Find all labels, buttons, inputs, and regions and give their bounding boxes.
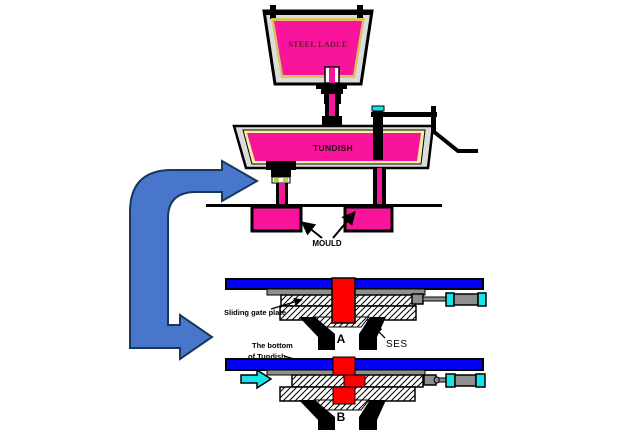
- ladle-trunnion-left: [270, 5, 276, 19]
- shroud-wall-right: [335, 104, 339, 116]
- ses-stream: [279, 183, 285, 221]
- slide-direction-arrow: [240, 368, 273, 390]
- b-position-label: B: [337, 410, 346, 424]
- ladle-liquid-steel: [274, 21, 362, 75]
- b-channel-top: [332, 356, 356, 376]
- a-ses-leg-left: [299, 317, 335, 350]
- b-cylinder-body: [454, 374, 477, 387]
- ladle-label: STEEL LADLE: [288, 40, 347, 49]
- a-cylinder-cap-right: [477, 292, 487, 307]
- ladle-rim: [265, 11, 371, 15]
- a-hydraulic-actuator: [411, 292, 487, 307]
- detail-view-a: A SES Sliding gate plate: [224, 277, 487, 350]
- mould-pointer-left: [300, 221, 323, 239]
- magnify-arrow-shape: [129, 159, 260, 361]
- steel-ladle: STEEL LADLE: [262, 5, 374, 86]
- a-ses-leg-right: [359, 317, 386, 350]
- moulds: MOULD: [206, 204, 442, 248]
- ladle-nozzle-stream: [329, 68, 335, 83]
- ladle-trunnion-right: [357, 5, 363, 19]
- stopper-rod-mechanism: [371, 105, 478, 160]
- a-actuator-clamp: [411, 293, 424, 305]
- a-position-label: A: [337, 332, 346, 346]
- magnify-flow-arrow: [129, 159, 260, 361]
- stopper-post: [431, 106, 436, 134]
- right-tube-wall-left: [373, 168, 377, 219]
- stopper-rod-cap: [371, 105, 385, 112]
- mould-label: MOULD: [312, 239, 342, 248]
- b-cylinder-cap-right: [475, 373, 486, 388]
- sliding-gate-plate-label: Sliding gate plate: [224, 308, 286, 317]
- b-ses-leg-left: [299, 400, 335, 430]
- gate-housing-upper: [266, 161, 296, 170]
- shroud-collar: [322, 116, 342, 127]
- right-stream: [377, 168, 382, 222]
- b-cylinder-cap-left: [445, 373, 456, 388]
- sliding-gate-pointer: [270, 297, 303, 310]
- right-tube-wall-right: [382, 168, 386, 219]
- mould-left: [250, 205, 303, 233]
- a-open-channel: [331, 277, 356, 324]
- b-channel-offset-middle: [343, 374, 366, 388]
- ses-pointer: [372, 325, 386, 339]
- tundish-bottom-label-line1: The bottom: [252, 341, 293, 350]
- stopper-lever-arm: [431, 129, 478, 153]
- tundish-label: TUNDISH: [313, 143, 353, 153]
- ses-tube-wall-right: [285, 183, 288, 209]
- shroud-wall-left: [325, 104, 329, 116]
- ladle-gate-plate-top: [316, 83, 347, 89]
- ses-label: SES: [386, 339, 408, 350]
- b-ses-leg-right: [359, 400, 386, 430]
- shroud-stream-upper: [329, 104, 335, 116]
- b-channel-bottom: [332, 386, 356, 405]
- ses-tube-wall-left: [276, 183, 279, 209]
- detail-view-b: The bottom of Tundish B: [225, 341, 486, 430]
- mould-right: [343, 205, 394, 233]
- a-cylinder-cap-left: [445, 292, 455, 307]
- stopper-crossbar: [371, 112, 437, 117]
- mould-table-line: [206, 204, 442, 207]
- ladle-gate-plate-bottom: [321, 89, 343, 94]
- gate-block-stream: [329, 94, 335, 104]
- a-cylinder-body: [453, 293, 479, 306]
- stopper-rod: [373, 110, 383, 160]
- tundish: TUNDISH: [232, 124, 435, 170]
- b-hydraulic-actuator: [423, 373, 486, 388]
- a-actuator-rod: [422, 296, 447, 302]
- tundish-bottom-label-line2: of Tundish: [248, 352, 286, 361]
- gate-slide-block-right: [283, 178, 288, 182]
- mould-pointer-right: [332, 210, 356, 239]
- gate-housing-lower: [271, 170, 291, 177]
- gate-slide-block-left: [274, 178, 279, 182]
